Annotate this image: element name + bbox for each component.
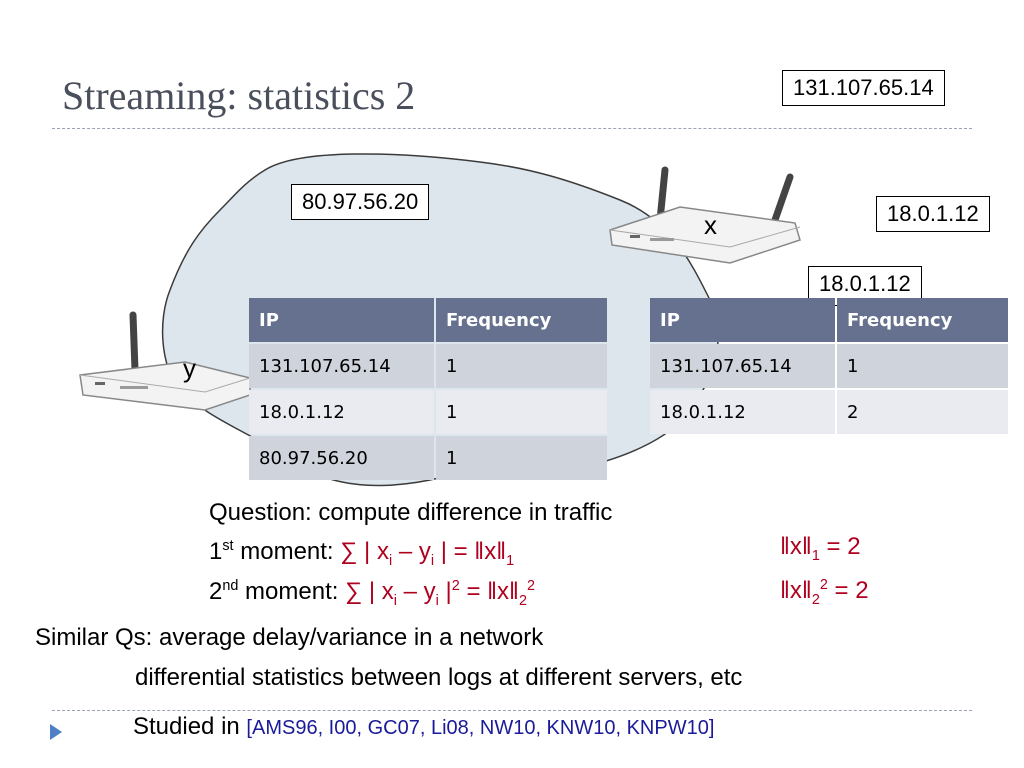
moment1-label: moment: [233, 538, 341, 565]
table-header-frequency: Frequency [837, 298, 1008, 342]
router-y-icon [79, 311, 251, 411]
studied-in-line: Studied in [AMS96, I00, GC07, Li08, NW10… [133, 713, 714, 741]
table-cell: 18.0.1.12 [249, 390, 434, 434]
table-cell: 131.107.65.14 [650, 344, 835, 388]
ip-label-right: 18.0.1.12 [876, 196, 990, 232]
table-cell: 18.0.1.12 [650, 390, 835, 434]
moment1-prefix: 1 [209, 538, 223, 565]
footer-separator [52, 710, 972, 711]
table-cell: 2 [837, 390, 1008, 434]
router-x-label: x [704, 210, 717, 240]
frequency-table-x: IP Frequency 131.107.65.14 1 18.0.1.12 2 [648, 296, 1010, 436]
slide-title: Streaming: statistics 2 [62, 73, 416, 118]
table-header-ip: IP [650, 298, 835, 342]
moment2-formula: ∑ | xi – yi |2 = ǁxǁ22 [345, 578, 535, 609]
table-cell: 1 [436, 344, 607, 388]
similar-questions-line2: differential statistics between logs at … [135, 664, 743, 691]
table-row: 131.107.65.14 1 [249, 344, 607, 388]
table-row: 18.0.1.12 1 [249, 390, 607, 434]
first-moment-line: 1st moment: ∑ | xi – yi | = ǁxǁ1 [209, 538, 514, 569]
table-cell: 1 [837, 344, 1008, 388]
router-y-label: y [183, 353, 196, 383]
table-row: 131.107.65.14 1 [650, 344, 1008, 388]
table-row: 80.97.56.20 1 [249, 436, 607, 480]
frequency-table-y: IP Frequency 131.107.65.14 1 18.0.1.12 1… [247, 296, 609, 482]
result-norm2: ǁxǁ22 = 2 [780, 577, 869, 608]
title-separator [52, 128, 972, 129]
second-moment-line: 2nd moment: ∑ | xi – yi |2 = ǁxǁ22 [209, 578, 535, 609]
moment1-formula: ∑ | xi – yi | = ǁxǁ1 [340, 538, 515, 569]
moment2-prefix: 2 [209, 578, 223, 605]
similar-questions-line1: Similar Qs: average delay/variance in a … [35, 624, 544, 651]
moment2-sup: nd [222, 578, 239, 594]
table-cell: 1 [436, 390, 607, 434]
result-norm1: ǁxǁ1 = 2 [780, 533, 861, 564]
table-header-ip: IP [249, 298, 434, 342]
question-text: Question: compute difference in traffic [209, 499, 613, 526]
table-cell: 80.97.56.20 [249, 436, 434, 480]
table-cell: 1 [436, 436, 607, 480]
table-header-frequency: Frequency [436, 298, 607, 342]
ip-label-cloud: 80.97.56.20 [291, 184, 430, 220]
moment2-label: moment: [238, 578, 346, 605]
studied-references: [AMS96, I00, GC07, Li08, NW10, KNW10, KN… [246, 717, 715, 739]
moment1-sup: st [222, 538, 234, 554]
studied-prefix: Studied in [133, 713, 247, 740]
ip-label-top-right: 131.107.65.14 [782, 70, 945, 106]
table-cell: 131.107.65.14 [249, 344, 434, 388]
bullet-arrow-icon [50, 724, 62, 740]
table-row: 18.0.1.12 2 [650, 390, 1008, 434]
router-x-icon [609, 166, 801, 264]
